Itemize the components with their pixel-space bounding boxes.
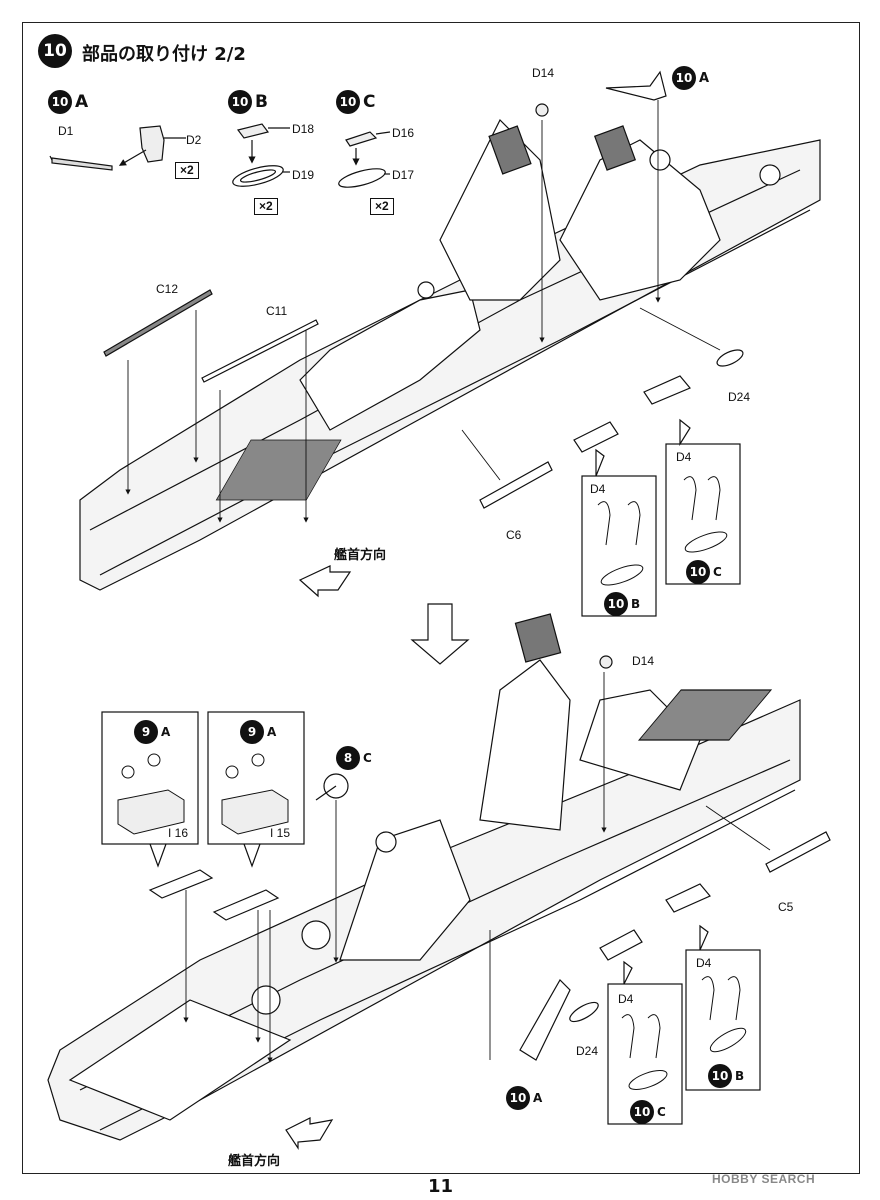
ref-top-10a-label: A: [699, 70, 710, 86]
part-label-d1: D1: [58, 124, 74, 138]
lower-ship-hull: [47, 613, 801, 1141]
ref-i16-9a-label: A: [161, 725, 171, 739]
substep-a-number: 10: [48, 90, 72, 114]
direction-arrow-bottom: [285, 1117, 334, 1150]
step-number-badge: 10: [38, 34, 72, 68]
ref-bottom-10a-number: 10: [506, 1086, 530, 1110]
qty-badge-a: ×2: [175, 162, 199, 179]
label-top-c-d4: D4: [676, 450, 692, 464]
ref-bottom-b: 10 B: [708, 1064, 744, 1088]
substep-c-number: 10: [336, 90, 360, 114]
ref-top-10a: 10 A: [672, 66, 709, 90]
ref-bottom-b-label: B: [735, 1069, 745, 1083]
upper-part-c11: [201, 319, 319, 383]
ref-bottom-8c: 8 C: [336, 746, 372, 770]
ref-top-b-label: B: [631, 597, 641, 611]
qty-badge-c: ×2: [370, 198, 394, 215]
page-frame: [22, 22, 860, 1174]
davit-part-d1: [49, 155, 113, 171]
page-number: 11: [428, 1176, 454, 1197]
ref-i15-9a-number: 9: [240, 720, 264, 744]
label-top-d24: D24: [728, 390, 751, 404]
label-i15: I 15: [270, 826, 291, 840]
part-label-d2: D2: [186, 133, 202, 147]
ref-i16-9a: 9 A: [134, 720, 170, 744]
part-label-d17: D17: [392, 168, 415, 182]
label-bottom-d24: D24: [576, 1044, 599, 1058]
upper-part-a-davit: [605, 70, 667, 101]
ref-i15-9a: 9 A: [240, 720, 276, 744]
watermark-logo: HOBBY SEARCH: [712, 1172, 816, 1186]
upper-part-c12: [103, 289, 213, 357]
substep-b-header: 10 B: [228, 90, 268, 114]
substep-c-header: 10 C: [336, 90, 375, 114]
ref-bottom-c-label: C: [657, 1105, 666, 1119]
davit-part-d2: [118, 125, 186, 166]
substep-b-number: 10: [228, 90, 252, 114]
boat-part-d16: [345, 131, 391, 166]
label-top-c11: C11: [266, 304, 288, 318]
ref-i15-9a-label: A: [267, 725, 277, 739]
ref-top-b: 10 B: [604, 592, 640, 616]
part-label-d16: D16: [392, 126, 415, 140]
direction-label-bottom: 艦首方向: [228, 1154, 281, 1169]
direction-arrow-top: [298, 565, 352, 598]
ref-bottom-c: 10 C: [630, 1100, 666, 1124]
lower-part-8c: [315, 773, 349, 801]
boat-part-d19: [232, 165, 290, 187]
label-i16: I 16: [168, 826, 189, 840]
substep-c-label: C: [363, 92, 376, 112]
ref-top-c-label: C: [713, 565, 722, 579]
label-top-d14: D14: [532, 66, 555, 80]
ref-top-c: 10 C: [686, 560, 722, 584]
qty-badge-b: ×2: [254, 198, 278, 215]
ref-top-b-number: 10: [604, 592, 628, 616]
upper-ship-hull: [79, 103, 821, 591]
boat-part-d17: [338, 168, 390, 188]
upper-part-c6: [479, 461, 553, 509]
part-label-d19: D19: [292, 168, 315, 182]
lower-part-a-davit: [519, 979, 571, 1061]
ref-bottom-10a-label: A: [533, 1091, 543, 1105]
lower-part-d24: [569, 1001, 599, 1023]
direction-label-top: 艦首方向: [334, 548, 387, 563]
substep-a-header: 10 A: [48, 90, 88, 114]
ref-bottom-c-number: 10: [630, 1100, 654, 1124]
ref-top-c-number: 10: [686, 560, 710, 584]
lower-part-c5: [765, 831, 831, 873]
ref-bottom-10a: 10 A: [506, 1086, 542, 1110]
transition-down-arrow: [410, 603, 470, 665]
label-bottom-c-d4: D4: [618, 992, 634, 1006]
part-label-d18: D18: [292, 122, 315, 136]
label-bottom-b-d4: D4: [696, 956, 712, 970]
label-top-c6: C6: [506, 528, 522, 542]
ref-bottom-b-number: 10: [708, 1064, 732, 1088]
substep-b-label: B: [255, 92, 268, 112]
step-title: 部品の取り付け 2/2: [82, 44, 246, 65]
label-bottom-c5: C5: [778, 900, 794, 914]
label-bottom-d14: D14: [632, 654, 655, 668]
label-top-b-d4: D4: [590, 482, 606, 496]
ref-bottom-8c-label: C: [363, 751, 372, 765]
label-top-c12: C12: [156, 282, 179, 296]
ref-top-10a-number: 10: [672, 66, 696, 90]
boat-part-d18: [236, 123, 290, 164]
upper-part-d24: [716, 349, 744, 367]
substep-a-label: A: [75, 92, 89, 112]
ref-bottom-8c-number: 8: [336, 746, 360, 770]
ref-i16-9a-number: 9: [134, 720, 158, 744]
